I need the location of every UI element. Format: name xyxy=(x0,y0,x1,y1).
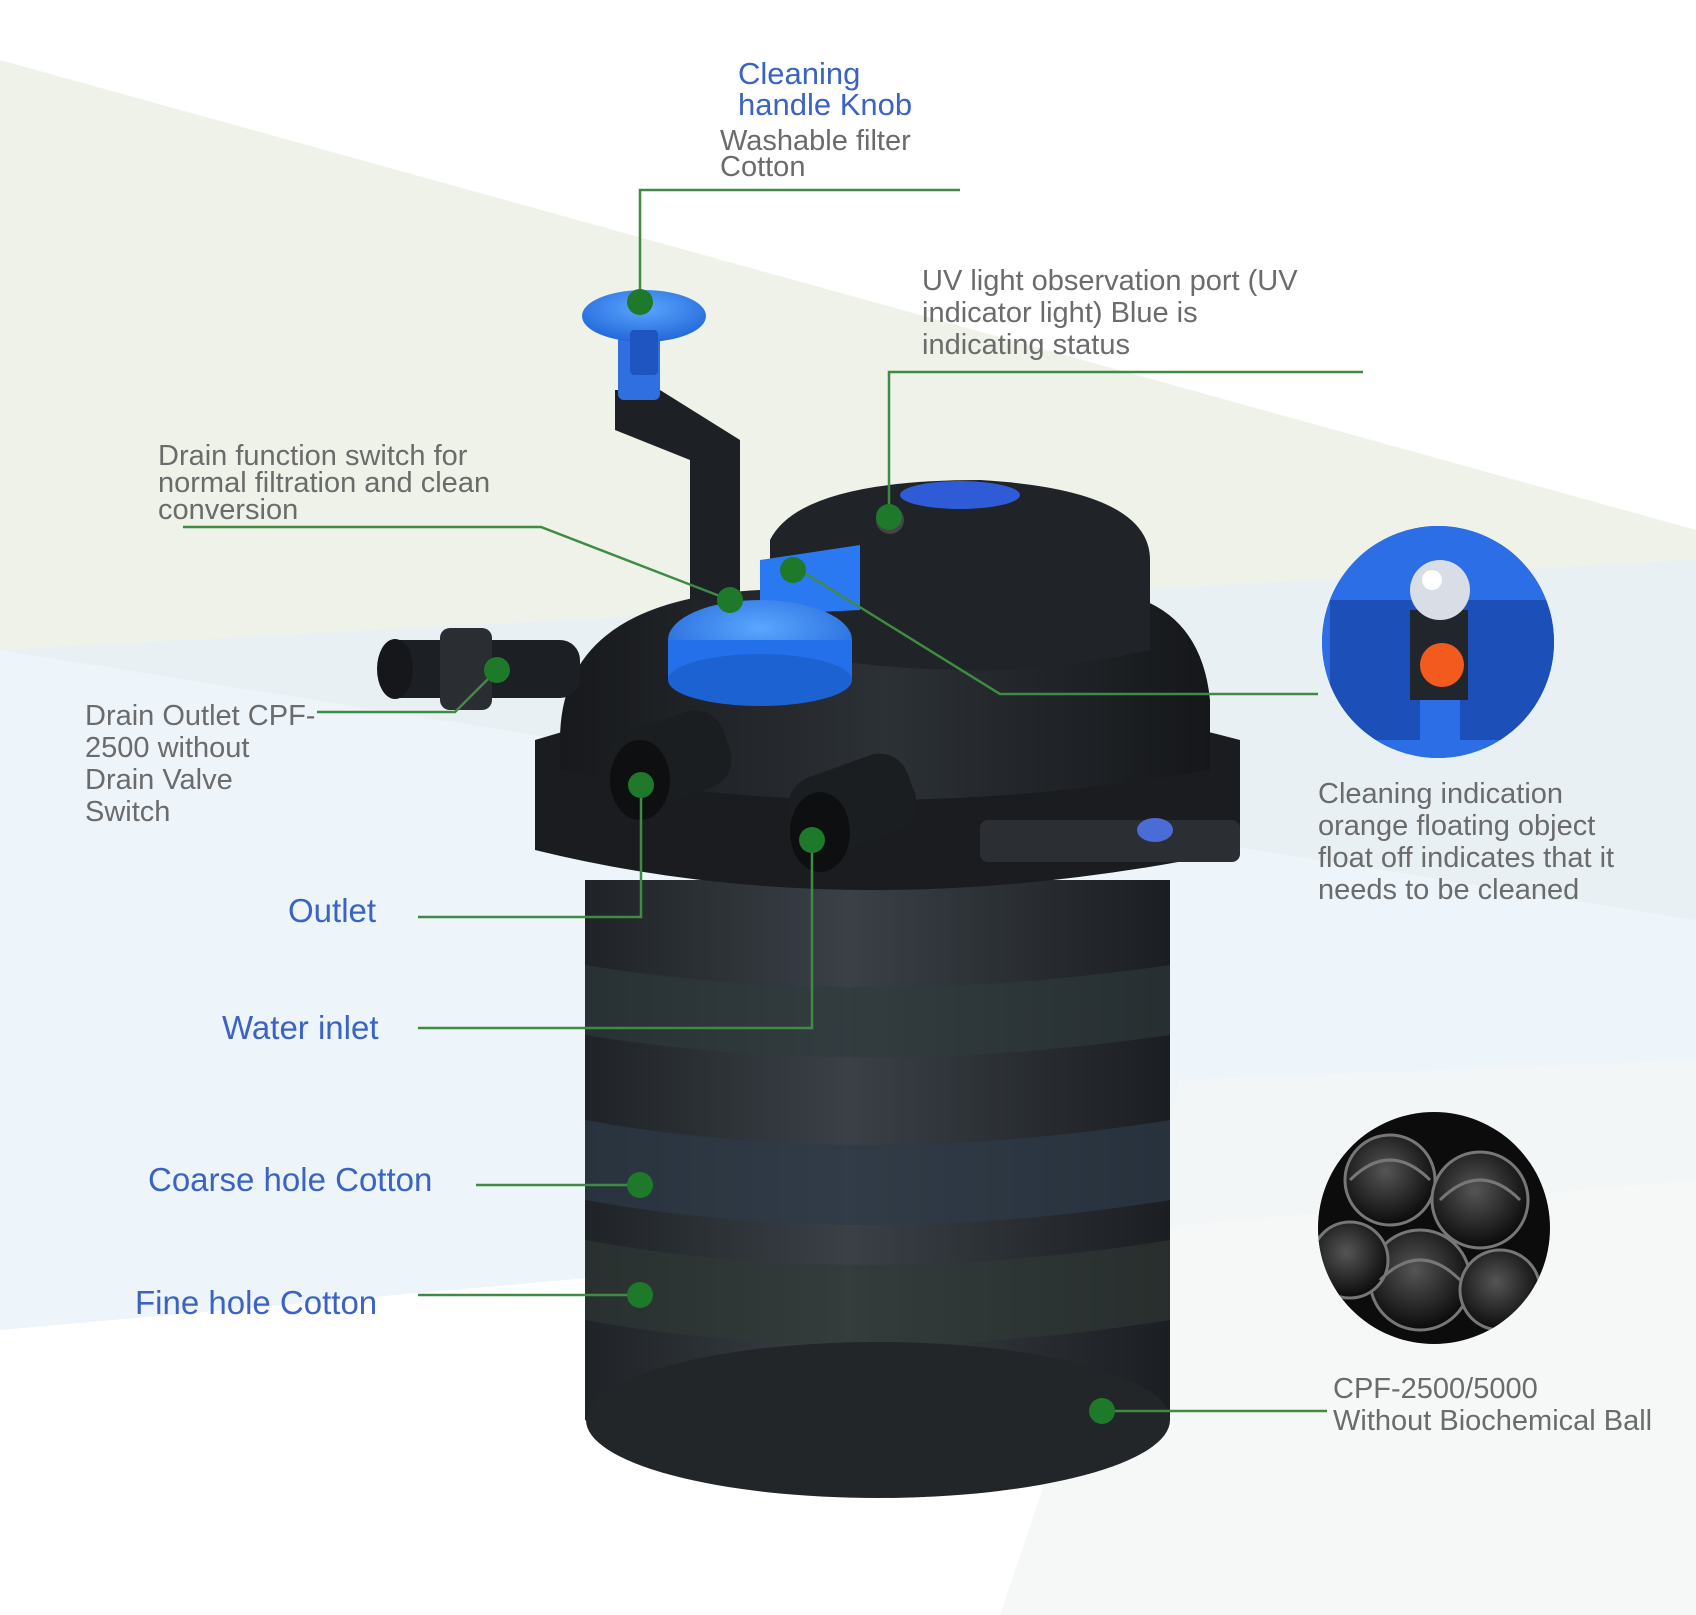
label-line: indicating status xyxy=(922,329,1130,361)
label-line: handle Knob xyxy=(738,87,913,122)
dot-fine xyxy=(627,1282,653,1308)
label-line: Switch xyxy=(85,796,171,828)
dot-coarse xyxy=(627,1172,653,1198)
label-line: indicator light) Blue is xyxy=(922,297,1198,329)
drain-switch-cap xyxy=(668,545,860,706)
dot-knob xyxy=(627,289,653,315)
leader-knob xyxy=(638,188,960,302)
dot-water-inlet xyxy=(799,827,825,853)
dot-outlet xyxy=(628,772,654,798)
label-line: Cleaning indication xyxy=(1318,778,1564,810)
leader-drain-outlet xyxy=(317,669,498,714)
label-washable-filter: Washable filter Cotton xyxy=(720,125,911,183)
bio-ball-inset xyxy=(1318,1112,1550,1344)
label-line: CPF-2500/5000 xyxy=(1333,1373,1538,1405)
label-line: UV light observation port (UV xyxy=(922,265,1298,297)
label-water-inlet: Water inlet xyxy=(222,1009,379,1046)
dot-drain-outlet xyxy=(484,657,510,683)
label-outlet: Outlet xyxy=(288,892,377,929)
label-model-note: CPF-2500/5000 Without Biochemical Ball xyxy=(1333,1373,1652,1437)
cleaning-indicator-inset xyxy=(1322,526,1554,758)
label-cleaning-indication: Cleaning indication orange floating obje… xyxy=(1318,778,1614,906)
leader-cleaning-indicator xyxy=(799,568,1318,696)
leader-drain-switch xyxy=(183,525,731,602)
label-line: normal filtration and clean xyxy=(158,467,491,499)
label-line: Washable filter xyxy=(720,125,911,157)
label-line: Without Biochemical Ball xyxy=(1333,1405,1653,1437)
water-inlet-port xyxy=(788,753,917,872)
background-bands xyxy=(0,60,1696,1615)
label-line: Cotton xyxy=(720,151,806,183)
label-line: float off indicates that it xyxy=(1318,842,1615,874)
dot-drain-switch-1 xyxy=(717,587,743,613)
label-coarse-cotton: Coarse hole Cotton xyxy=(148,1161,433,1198)
label-drain-switch: Drain function switch for normal filtrat… xyxy=(158,440,491,526)
leader-outlet xyxy=(418,785,643,919)
label-line: Drain Valve xyxy=(85,764,233,796)
filter-body xyxy=(585,880,1170,1498)
cleaning-handle xyxy=(582,290,740,600)
label-line: needs to be cleaned xyxy=(1318,874,1580,906)
label-line: orange floating object xyxy=(1318,810,1596,842)
label-line: Drain Outlet CPF- xyxy=(85,700,316,732)
label-fine-cotton: Fine hole Cotton xyxy=(135,1284,378,1321)
leader-uv xyxy=(887,370,1363,517)
dot-model xyxy=(1089,1398,1115,1424)
leader-water-inlet xyxy=(418,840,814,1030)
label-cleaning-knob: Cleaning handle Knob xyxy=(738,58,912,120)
label-line: conversion xyxy=(158,494,299,526)
leader-lines xyxy=(183,188,1363,1413)
label-line: Drain function switch for xyxy=(158,440,468,472)
drain-outlet-pipe xyxy=(377,628,580,710)
dot-uv xyxy=(876,504,902,530)
label-drain-outlet: Drain Outlet CPF- 2500 without Drain Val… xyxy=(85,700,315,828)
label-uv-port: UV light observation port (UV indicator … xyxy=(922,265,1298,361)
callout-dots xyxy=(484,289,1115,1424)
dot-drain-switch-2 xyxy=(780,557,806,583)
label-line: 2500 without xyxy=(85,732,250,764)
label-line: Cleaning xyxy=(738,56,861,91)
